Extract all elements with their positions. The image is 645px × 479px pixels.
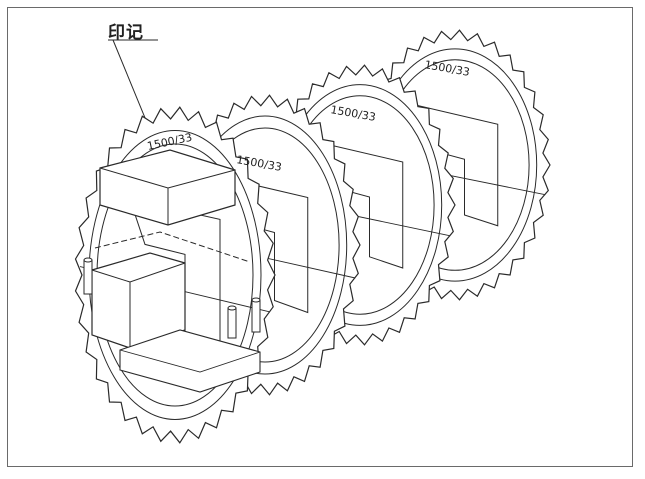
hub-clamp-block — [83, 149, 261, 393]
callout-leader — [108, 39, 158, 131]
callout-label: 印记 — [108, 23, 144, 43]
drawing-frame — [7, 7, 633, 467]
